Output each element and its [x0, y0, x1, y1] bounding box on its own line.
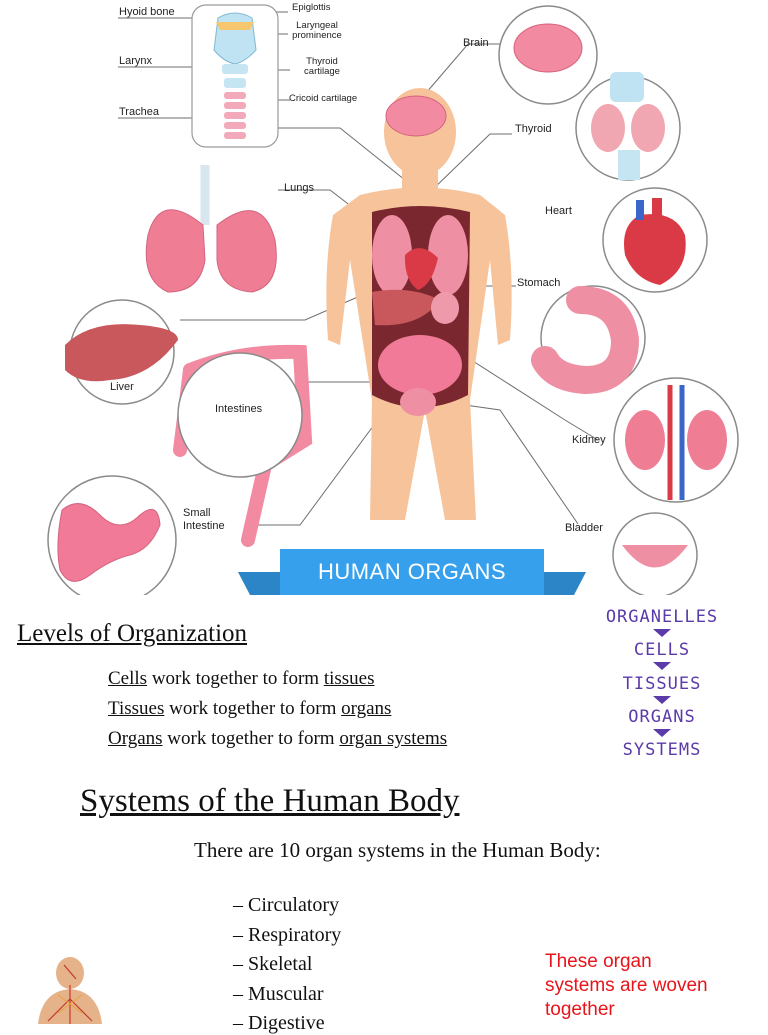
list-item: – Skeletal: [233, 953, 313, 975]
human-organs-diagram: [47, 4, 739, 595]
levels-title: Levels of Organization: [17, 620, 248, 647]
label-liver: Liver: [110, 381, 134, 393]
label-hyoid-bone: Hyoid bone: [119, 6, 175, 18]
list-item: – Muscular: [233, 983, 324, 1005]
term-organ-systems: organ systems: [339, 728, 448, 749]
levels-line-3: Organs work together to form organ syste…: [108, 728, 447, 750]
list-item: – Circulatory: [233, 894, 340, 916]
hierarchy-organs: ORGANS: [628, 707, 696, 727]
hierarchy-organelles: ORGANELLES: [605, 607, 719, 627]
label-cricoid-cartilage: Cricoid cartilage: [289, 93, 358, 104]
term-cells: Cells: [108, 668, 148, 689]
systems-note: These organ systems are woven together: [545, 951, 708, 1020]
label-kidney: Kidney: [572, 434, 606, 446]
term-organs-2: Organs: [108, 728, 163, 749]
label-small-intestine: Small Intestine: [183, 507, 225, 532]
label-epiglottis: Epiglottis: [292, 2, 331, 13]
label-bladder: Bladder: [565, 522, 603, 534]
levels-line-1: Cells work together to form tissues: [108, 668, 375, 690]
levels-line-2-mid: work together to form: [164, 698, 342, 719]
label-larynx: Larynx: [119, 55, 153, 67]
hierarchy-tissues: TISSUES: [622, 674, 702, 694]
list-item: – Respiratory: [233, 924, 342, 946]
levels-line-3-mid: work together to form: [162, 728, 340, 749]
label-stomach: Stomach: [517, 277, 561, 289]
label-thyroid-cartilage: Thyroid cartilage: [304, 56, 340, 77]
levels-line-1-mid: work together to form: [147, 668, 324, 689]
label-laryngeal-prominence: Laryngeal prominence: [292, 20, 342, 41]
label-brain: Brain: [463, 37, 489, 49]
label-thyroid: Thyroid: [515, 123, 552, 135]
anatomy-figure: [38, 957, 102, 1024]
human-organs-banner: HUMAN ORGANS: [280, 549, 544, 595]
hierarchy-systems: SYSTEMS: [622, 740, 702, 760]
arrow-down-icon: [653, 662, 671, 670]
label-trachea: Trachea: [119, 106, 159, 118]
systems-intro: There are 10 organ systems in the Human …: [194, 838, 601, 862]
term-organs: organs: [341, 698, 392, 719]
term-tissues: tissues: [323, 668, 375, 689]
systems-title: Systems of the Human Body: [80, 783, 460, 819]
label-lungs: Lungs: [284, 182, 314, 194]
arrow-down-icon: [653, 629, 671, 637]
label-heart: Heart: [545, 205, 572, 217]
label-intestines: Intestines: [215, 403, 263, 415]
arrow-down-icon: [653, 696, 671, 704]
hierarchy-cells: CELLS: [633, 640, 691, 660]
levels-line-2: Tissues work together to form organs: [108, 698, 391, 720]
term-tissues-2: Tissues: [108, 698, 165, 719]
arrow-down-icon: [653, 729, 671, 737]
